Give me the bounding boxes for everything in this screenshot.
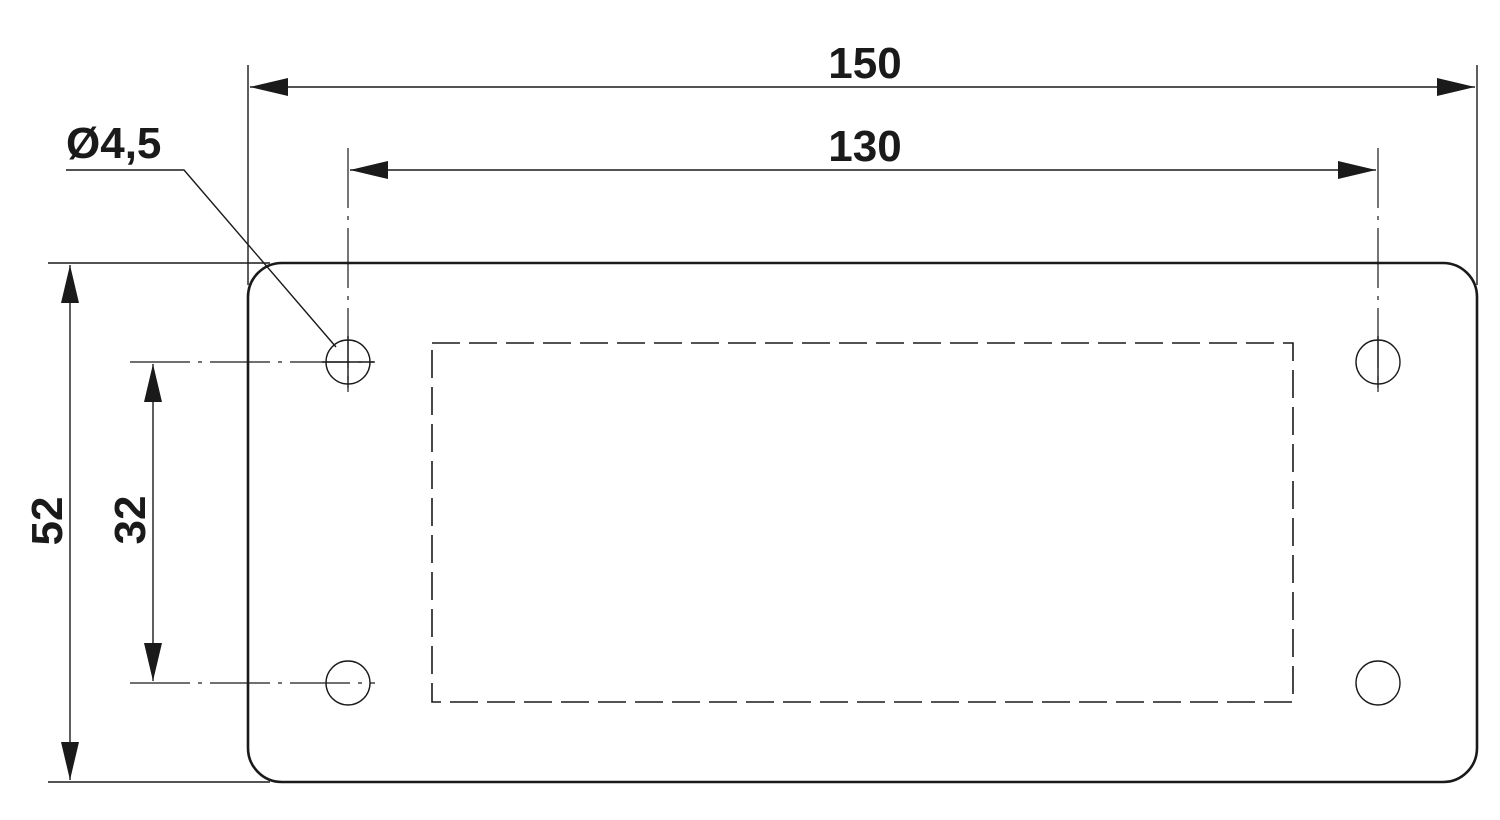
dimension-overall-height: 52 xyxy=(23,265,79,780)
dimension-hole-spacing-vertical: 32 xyxy=(106,364,162,681)
dimension-overall-width: 150 xyxy=(250,39,1475,96)
dimension-hole-diameter: Ø4,5 xyxy=(66,119,337,348)
mounting-hole-bottom-right xyxy=(1355,660,1401,706)
plate-outline xyxy=(246,261,1479,784)
dimension-label-overall-width: 150 xyxy=(828,39,901,88)
dimension-hole-spacing-horizontal: 130 xyxy=(350,122,1376,179)
dimension-label-hole-spacing-horizontal: 130 xyxy=(828,122,901,171)
dimension-label-overall-height: 52 xyxy=(23,497,72,546)
dimension-label-hole-diameter: Ø4,5 xyxy=(66,119,161,168)
cutout-outline xyxy=(431,342,1294,703)
dimension-label-hole-spacing-vertical: 32 xyxy=(106,496,155,545)
